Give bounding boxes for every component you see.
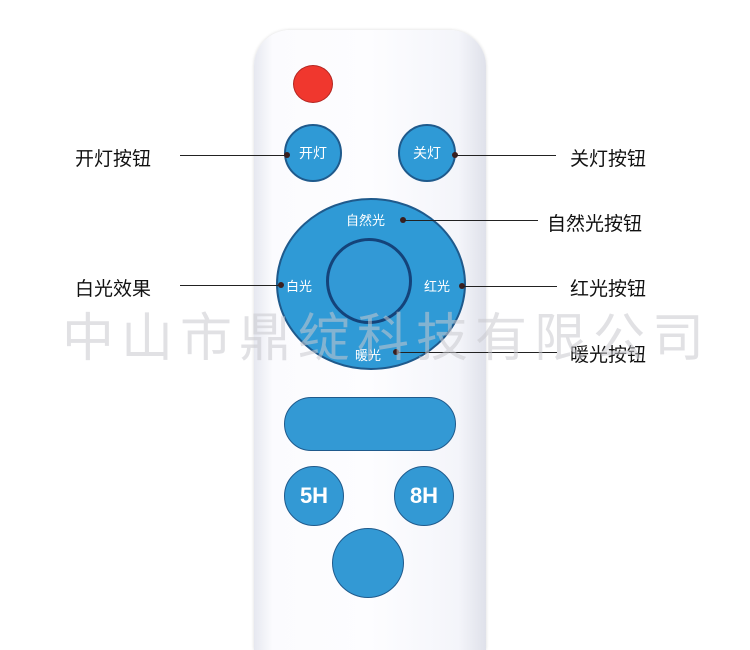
callout-dot-red-light <box>459 283 465 289</box>
callout-line-natural-light <box>404 220 538 221</box>
callout-line-white-light <box>180 285 280 286</box>
red-light-button[interactable]: 红光 <box>424 280 451 295</box>
callout-natural-light: 自然光按钮 <box>547 213 643 235</box>
callout-dot-light-on <box>284 152 290 158</box>
callout-line-red-light <box>463 286 557 287</box>
bottom-round-button[interactable] <box>332 528 404 598</box>
timer-8h-label: 8H <box>409 483 439 508</box>
white-light-button[interactable]: 白光 <box>286 280 313 295</box>
callout-red-light: 红光按钮 <box>570 278 647 300</box>
callout-line-warm-light <box>397 352 557 353</box>
callout-white-light: 白光效果 <box>75 278 152 300</box>
light-on-label: 开灯 <box>299 146 327 162</box>
light-on-button[interactable]: 开灯 <box>284 124 342 182</box>
warm-light-button[interactable]: 暖光 <box>355 349 382 364</box>
company-watermark: 中山市鼎绽科技有限公司 <box>62 309 712 369</box>
wide-pill-button[interactable] <box>284 397 456 451</box>
natural-light-button[interactable]: 自然光 <box>346 214 386 229</box>
light-off-button[interactable]: 关灯 <box>398 124 456 182</box>
callout-dot-white-light <box>278 282 284 288</box>
light-off-label: 关灯 <box>413 146 441 162</box>
callout-line-light-off <box>456 155 556 156</box>
timer-8h-button[interactable]: 8H <box>394 466 454 526</box>
timer-5h-label: 5H <box>299 483 329 508</box>
callout-warm-light: 暖光按钮 <box>570 344 647 366</box>
timer-5h-button[interactable]: 5H <box>284 466 344 526</box>
center-button[interactable] <box>326 238 412 324</box>
callout-line-light-on <box>180 155 286 156</box>
power-red-button[interactable] <box>293 65 333 103</box>
callout-light-on: 开灯按钮 <box>75 148 152 170</box>
callout-light-off: 关灯按钮 <box>570 148 647 170</box>
callout-dot-warm-light <box>393 349 399 355</box>
callout-dot-light-off <box>452 152 458 158</box>
callout-dot-natural-light <box>400 217 406 223</box>
